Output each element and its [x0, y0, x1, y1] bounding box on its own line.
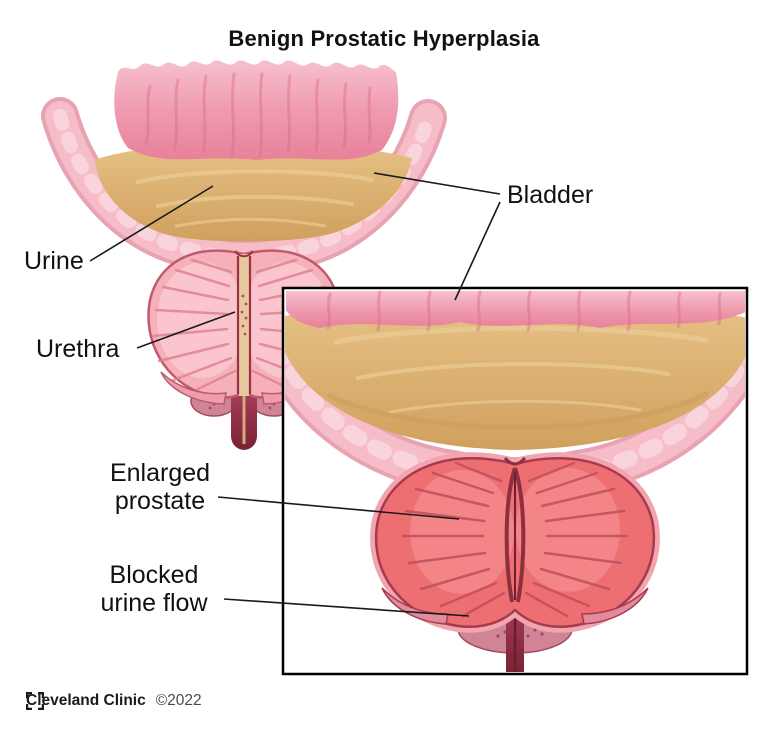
leader-line-enlarged-prostate [217, 496, 460, 520]
inset-border [281, 286, 749, 676]
label-urine: Urine [24, 247, 84, 275]
page-title: Benign Prostatic Hyperplasia [228, 26, 540, 51]
label-enlarged-prostate: Enlarged prostate [109, 459, 211, 515]
leader-line-bladder-main [373, 172, 501, 195]
label-bladder: Bladder [507, 181, 594, 209]
urethra-canal-art [234, 250, 254, 396]
inset-view [281, 286, 749, 676]
leader-line-bladder-inset [454, 201, 501, 301]
leader-line-blocked-urine-flow [223, 598, 470, 617]
leader-lines [89, 172, 501, 617]
label-blocked-urine-flow: Blocked urine flow [100, 561, 208, 617]
inset-prostate-wings-art [381, 587, 649, 625]
label-urethra: Urethra [36, 335, 120, 363]
leader-line-urine [89, 185, 214, 262]
leader-line-urethra [136, 311, 236, 349]
urine-art [95, 143, 412, 242]
inset-enlarged-prostate-art [370, 452, 660, 633]
brand-name: Cleveland Clinic [26, 692, 146, 709]
compressed-urethra-art [504, 467, 517, 603]
cleveland-clinic-logo-icon [26, 692, 44, 710]
inset-bladder-muscle-art [286, 290, 745, 332]
inset-urine-art [285, 305, 745, 450]
copyright-text: ©2022 [155, 692, 202, 709]
footer: Cleveland Clinic ©2022 [26, 692, 202, 710]
bladder-muscle-art [114, 60, 399, 160]
